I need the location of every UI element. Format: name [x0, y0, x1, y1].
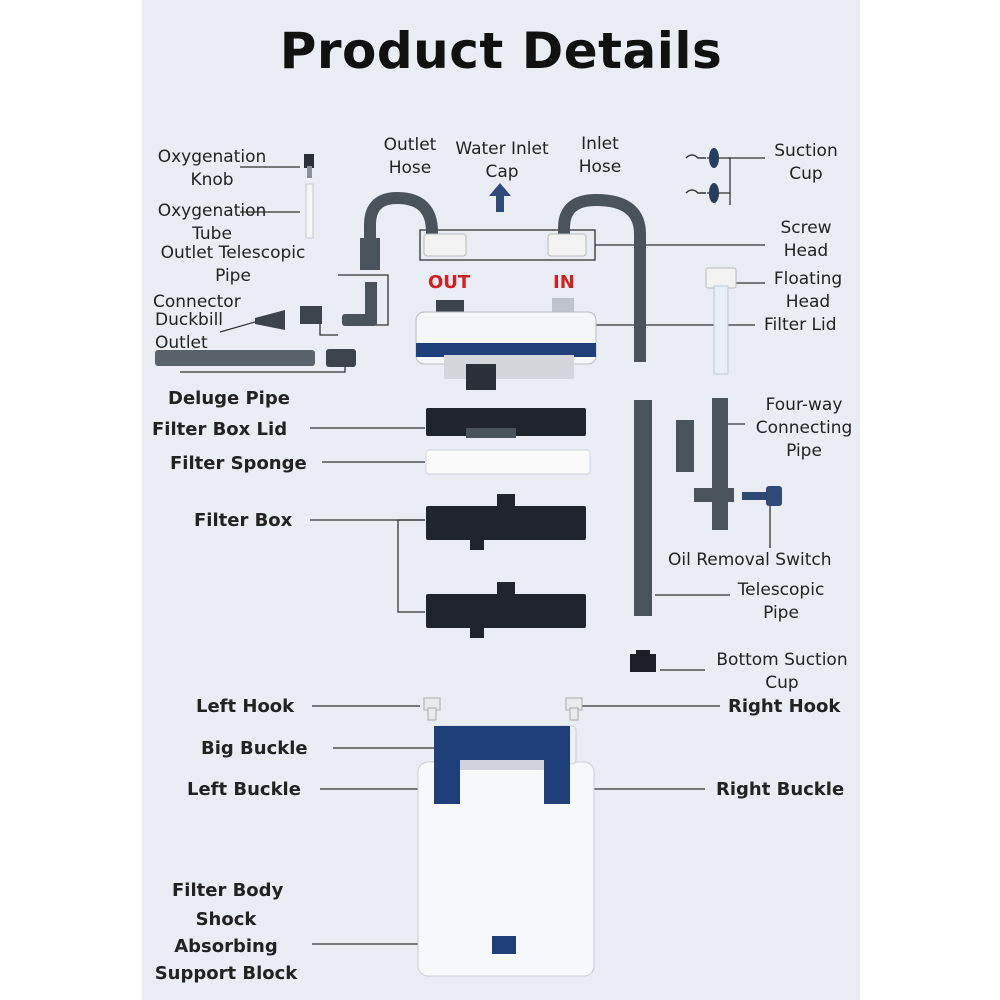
oxygenation-knob-part: [304, 154, 314, 178]
deluge-pipe-part: [155, 349, 356, 367]
filter-box-lid-part: [426, 408, 586, 438]
filter-sponge-part: [425, 449, 591, 475]
label-connector: Connector: [153, 292, 241, 312]
label-screw-head: Screw Head: [780, 218, 832, 261]
filter-box-lower: [426, 582, 586, 638]
label-right-buckle: Right Buckle: [716, 779, 845, 800]
oxygenation-tube-part: [305, 183, 314, 239]
label-oil-removal-switch: Oil Removal Switch: [668, 550, 832, 570]
suction-cup-part: [685, 148, 719, 203]
label-suction-cup: Suction Cup: [774, 141, 838, 184]
duckbill-part: [255, 310, 285, 330]
label-filter-box: Filter Box: [194, 510, 293, 531]
filter-lid-part: [415, 298, 597, 390]
label-deluge-pipe: Deluge Pipe: [168, 388, 290, 409]
left-hook-part: [423, 697, 441, 721]
screw-head-right: [547, 233, 587, 257]
label-left-buckle: Left Buckle: [187, 779, 301, 800]
label-right-hook: Right Hook: [728, 696, 841, 717]
label-filter-body: Filter Body: [172, 880, 284, 901]
connector-part: [300, 306, 322, 324]
floating-head-part: [705, 267, 737, 375]
label-floating-head: Floating Head: [773, 269, 843, 312]
label-out: OUT: [428, 272, 471, 293]
label-inlet-hose: Inlet Hose: [578, 134, 622, 177]
label-in: IN: [553, 272, 575, 293]
label-outlet-telescopic-pipe: Outlet Telescopic Pipe: [160, 243, 306, 286]
screw-head-left: [423, 233, 467, 257]
page-title: Product Details: [279, 22, 723, 80]
filter-body-part: [417, 725, 595, 977]
label-water-inlet-cap: Water Inlet Cap: [455, 139, 549, 182]
bottom-suction-cup-part: [630, 650, 656, 672]
label-bottom-suction-cup: Bottom Suction Cup: [716, 650, 848, 693]
outlet-telescopic-pipe-part: [342, 282, 377, 326]
label-oxygenation-knob: Oxygenation Knob: [157, 147, 267, 190]
right-hook-part: [565, 697, 583, 721]
label-duckbill-outlet: Duckbill Outlet: [155, 310, 224, 353]
label-filter-lid: Filter Lid: [764, 315, 837, 335]
filter-box-upper: [426, 494, 586, 550]
water-inlet-cap-part: [489, 183, 511, 212]
label-telescopic-pipe: Telescopic Pipe: [737, 580, 825, 623]
label-filter-box-lid: Filter Box Lid: [152, 419, 288, 440]
label-left-hook: Left Hook: [196, 696, 295, 717]
four-way-pipe-part: [676, 398, 734, 530]
label-shock-absorbing-support-block: Shock Absorbing Support Block: [154, 909, 298, 984]
label-four-way-connecting-pipe: Four-way Connecting Pipe: [755, 395, 853, 461]
outlet-hose-part: [364, 191, 438, 268]
label-filter-sponge: Filter Sponge: [170, 453, 307, 474]
label-outlet-hose: Outlet Hose: [383, 135, 437, 178]
inlet-hose-part: [558, 193, 646, 362]
label-oxygenation-tube: Oxygenation Tube: [157, 201, 267, 244]
telescopic-pipe-part: [634, 400, 652, 616]
label-big-buckle: Big Buckle: [201, 738, 308, 759]
oil-removal-switch-part: [742, 486, 782, 506]
